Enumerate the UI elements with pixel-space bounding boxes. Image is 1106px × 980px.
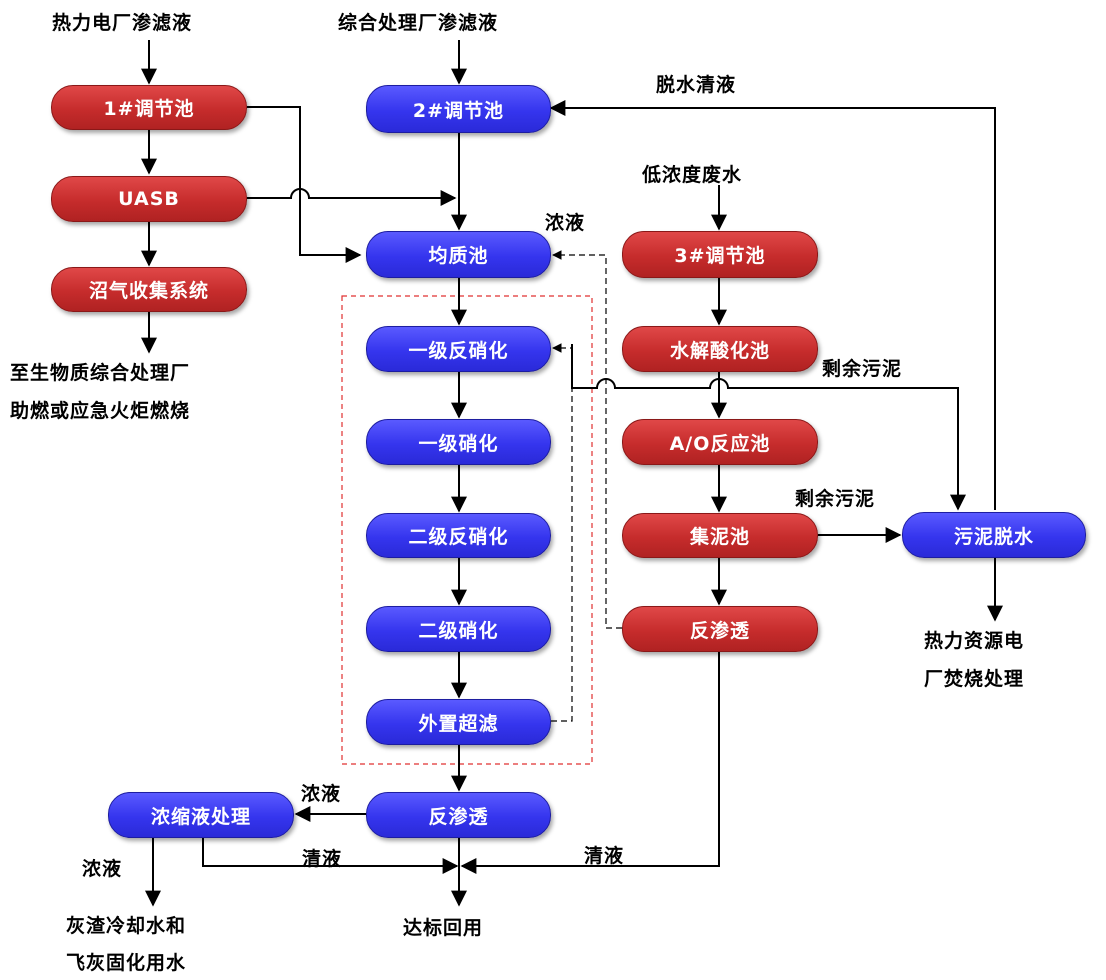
node-uasb: UASB (51, 176, 247, 222)
node-denit2: 二级反硝化 (366, 513, 551, 558)
node-denit1: 一级反硝化 (366, 326, 551, 372)
arrow-uasb-to-homog (247, 188, 457, 206)
arrow-tank1-to-homog (247, 106, 362, 263)
arrow-dewater-filtrate-to-tank2 (549, 100, 996, 510)
node-biogas: 沼气收集系统 (51, 267, 247, 312)
label-incineration-2: 厂焚烧处理 (924, 668, 1025, 690)
label-clear-right: 清液 (584, 845, 625, 867)
node-homog: 均质池 (366, 231, 551, 278)
arrow-right-ro-clear-to-reuse (460, 652, 720, 874)
label-integrated-leachate: 综合处理厂渗滤液 (338, 12, 499, 34)
label-clear-left: 清液 (302, 848, 343, 870)
node-tank3: 3#调节池 (622, 231, 818, 278)
node-ao: A/O反应池 (622, 419, 818, 465)
label-dewater-filtrate: 脱水清液 (656, 74, 737, 96)
node-uf: 外置超滤 (366, 699, 551, 745)
label-thermal-leachate: 热力电厂渗滤液 (52, 12, 193, 34)
arrow-uf-reflux-to-denit1 (551, 343, 573, 722)
nitrification-boundary (341, 295, 593, 765)
label-biogas-dest-1: 至生物质综合处理厂 (10, 362, 191, 384)
label-conc-to-homog: 浓液 (545, 212, 586, 234)
node-dewater: 污泥脱水 (902, 512, 1086, 558)
node-hydrolysis: 水解酸化池 (622, 326, 818, 372)
label-excess-sludge-2: 剩余污泥 (795, 488, 876, 510)
label-reuse: 达标回用 (403, 917, 484, 939)
label-ash-1: 灰渣冷却水和 (66, 915, 187, 937)
node-nit2: 二级硝化 (366, 606, 551, 652)
label-biogas-dest-2: 助燃或应急火炬燃烧 (10, 400, 191, 422)
node-tank2: 2#调节池 (366, 85, 551, 133)
node-tank1: 1#调节池 (51, 85, 247, 130)
arrow-excess-sludge-to-dewater (571, 344, 966, 511)
label-ash-2: 飞灰固化用水 (66, 952, 187, 974)
node-ro-right: 反渗透 (622, 606, 818, 652)
label-low-conc-water: 低浓度废水 (642, 164, 743, 186)
node-sludge-tank: 集泥池 (622, 513, 818, 558)
arrow-conc-clear-to-reuse (202, 838, 459, 874)
label-conc-out: 浓液 (82, 858, 123, 880)
node-ro-main: 反渗透 (366, 792, 551, 838)
node-conc-treat: 浓缩液处理 (108, 792, 294, 838)
label-incineration-1: 热力资源电 (924, 630, 1025, 652)
node-nit1: 一级硝化 (366, 419, 551, 465)
arrow-ro-conc-to-homog (552, 250, 622, 629)
label-excess-sludge-1: 剩余污泥 (822, 358, 903, 380)
label-conc-to-treat: 浓液 (301, 783, 342, 805)
